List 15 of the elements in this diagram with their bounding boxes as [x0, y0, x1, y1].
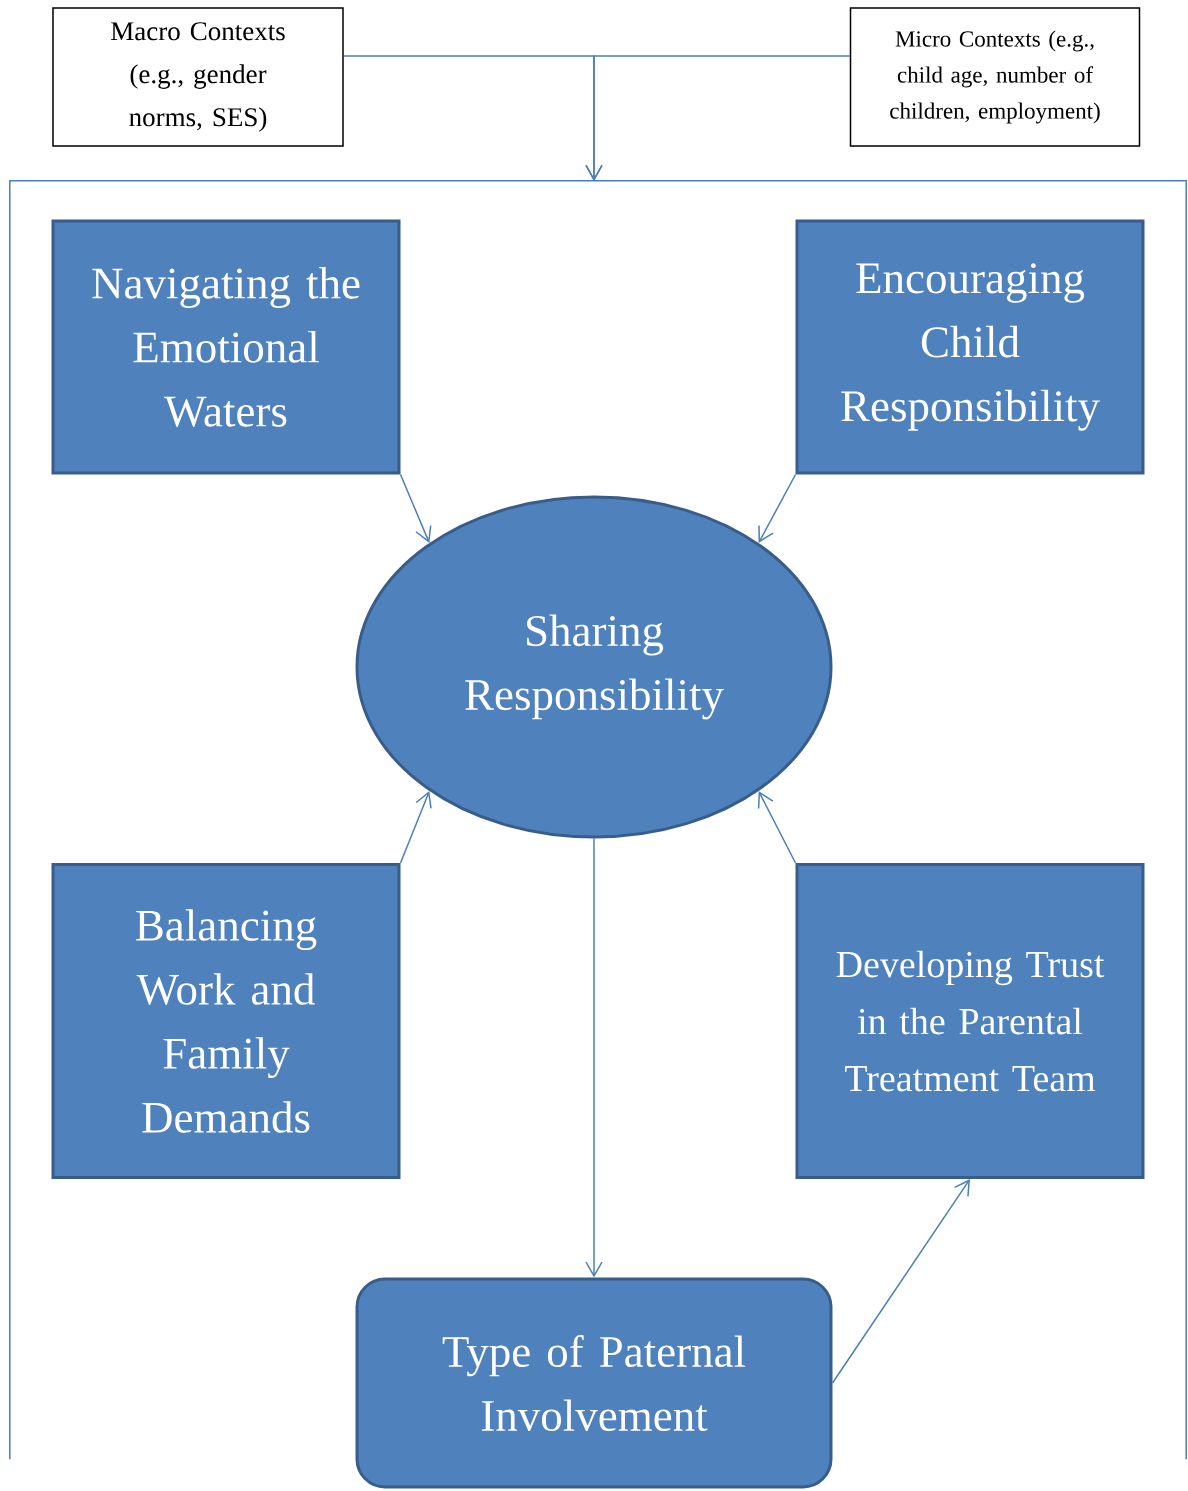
arrow: [585, 837, 603, 1278]
arrow: [758, 473, 797, 543]
arrow: [399, 791, 432, 864]
arrow: [757, 791, 797, 864]
outcome-box: Type of Paternal Involvement: [355, 1277, 833, 1489]
arrow: [585, 55, 851, 181]
theme-box: Navigating the Emotional Waters: [51, 219, 401, 475]
theme-box: Encouraging Child Responsibility: [795, 219, 1145, 475]
theme-box: Developing Trust in the Parental Treatment Team: [795, 863, 1145, 1179]
frame: [9, 180, 1187, 1460]
arrow: [831, 1179, 970, 1384]
theme-box: Balancing Work and Family Demands: [51, 863, 401, 1179]
arrow: [399, 473, 432, 543]
context-box: Micro Contexts (e.g., child age, number of children, employment): [849, 7, 1141, 147]
context-box: Macro Contexts (e.g., gender norms, SES): [52, 7, 344, 147]
